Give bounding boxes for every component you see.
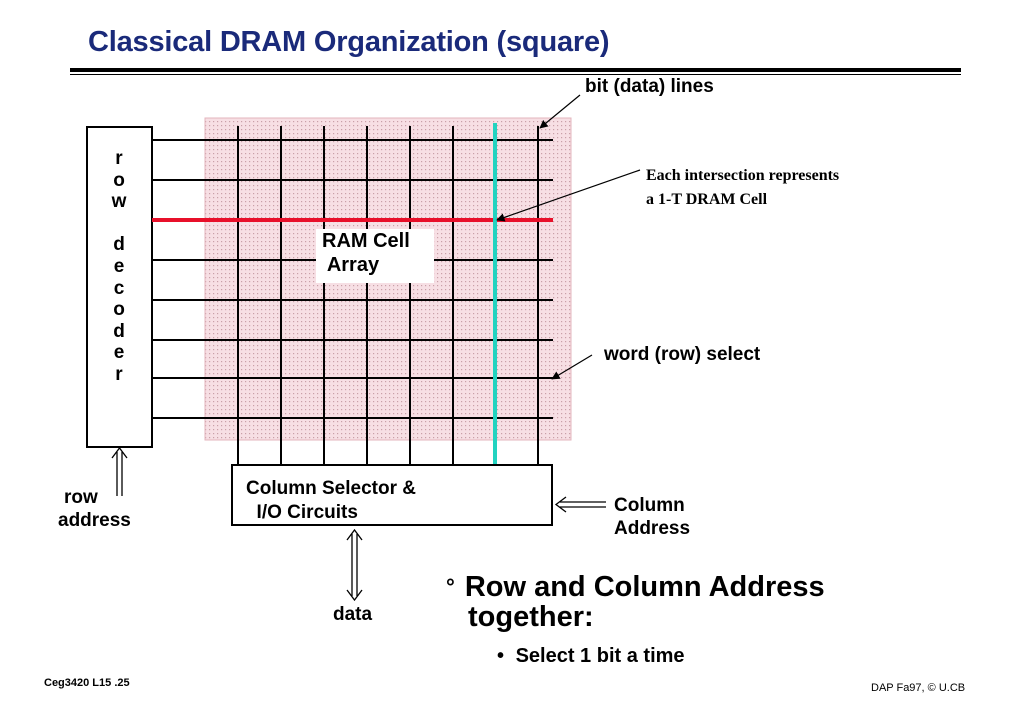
data-arrow (346, 528, 363, 602)
sub-bullet-marker: • (497, 645, 505, 667)
main-bullet-line1: Row and Column Address (464, 571, 825, 603)
row-address-label-line2: address (58, 510, 131, 531)
bit-lines-label: bit (data) lines (585, 76, 714, 97)
column-selector-box (231, 464, 553, 526)
intersection-label-line1: Each intersection represents (646, 167, 840, 184)
bit-lines-pointer (539, 94, 581, 129)
column-address-label-line2: Address (614, 518, 691, 539)
title-rule-thick (70, 68, 961, 72)
sub-bullet: • Select 1 bit a time (497, 645, 685, 668)
bit-lines (237, 126, 539, 465)
sub-bullet-text: Select 1 bit a time (515, 645, 685, 667)
ram-cell-array-label: RAM Cell Array (316, 229, 434, 283)
row-decoder-box (86, 126, 153, 448)
intersection-pointer (496, 169, 641, 222)
data-label: data (333, 604, 373, 625)
word-select-pointer (551, 354, 593, 380)
footer-right: DAP Fa97, © U.CB (871, 682, 966, 694)
word-select-label: word (row) select (604, 344, 761, 365)
column-address-label-line1: Column (614, 495, 685, 516)
row-address-label-line1: row (64, 487, 98, 508)
column-selector-label: Column Selector & I/O Circuits (246, 478, 416, 523)
footer-left: Ceg3420 L15 .25 (44, 677, 130, 689)
row-address-arrow (111, 446, 128, 496)
slide-title: Classical DRAM Organization (square) (88, 26, 610, 58)
row-decoder-label: r o w d e c o d e r (111, 148, 127, 385)
intersection-label-line2: a 1-T DRAM Cell (646, 191, 768, 208)
bullet-marker: ° (446, 574, 455, 599)
column-address-arrow (554, 496, 606, 513)
main-bullet-line2: together: (468, 601, 594, 633)
title-rule-thin (70, 74, 961, 75)
main-bullet: ° Row and Column Address together: (446, 572, 825, 632)
